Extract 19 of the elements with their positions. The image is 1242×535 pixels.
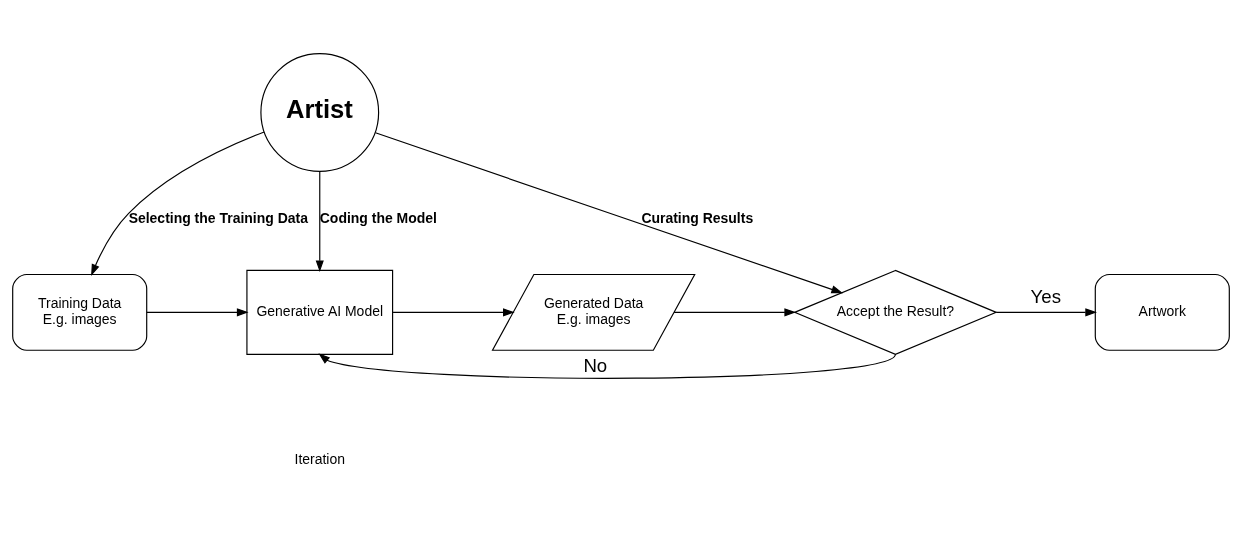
label: Iteration <box>294 450 345 467</box>
arrow <box>673 308 797 317</box>
edge-label: Coding the Model <box>319 210 437 227</box>
node-box: Artwork <box>1094 273 1230 351</box>
arrow <box>374 132 844 294</box>
arrow <box>318 353 897 379</box>
arrow <box>315 171 324 273</box>
node-circle: Artist <box>260 53 380 172</box>
arrow <box>146 308 249 317</box>
edge-label: Yes <box>1030 285 1061 307</box>
arrow <box>995 308 1097 317</box>
edge-label: Selecting the Training Data <box>128 210 308 227</box>
arrow <box>91 131 265 276</box>
arrow <box>392 308 515 317</box>
node-diamond: Accept the Result? <box>793 269 998 355</box>
edge-label: No <box>583 355 608 377</box>
node-box: Generative AI Model <box>246 269 394 355</box>
edge-label: Curating Results <box>641 210 754 227</box>
node-box: Training Data E.g. images <box>12 273 148 351</box>
